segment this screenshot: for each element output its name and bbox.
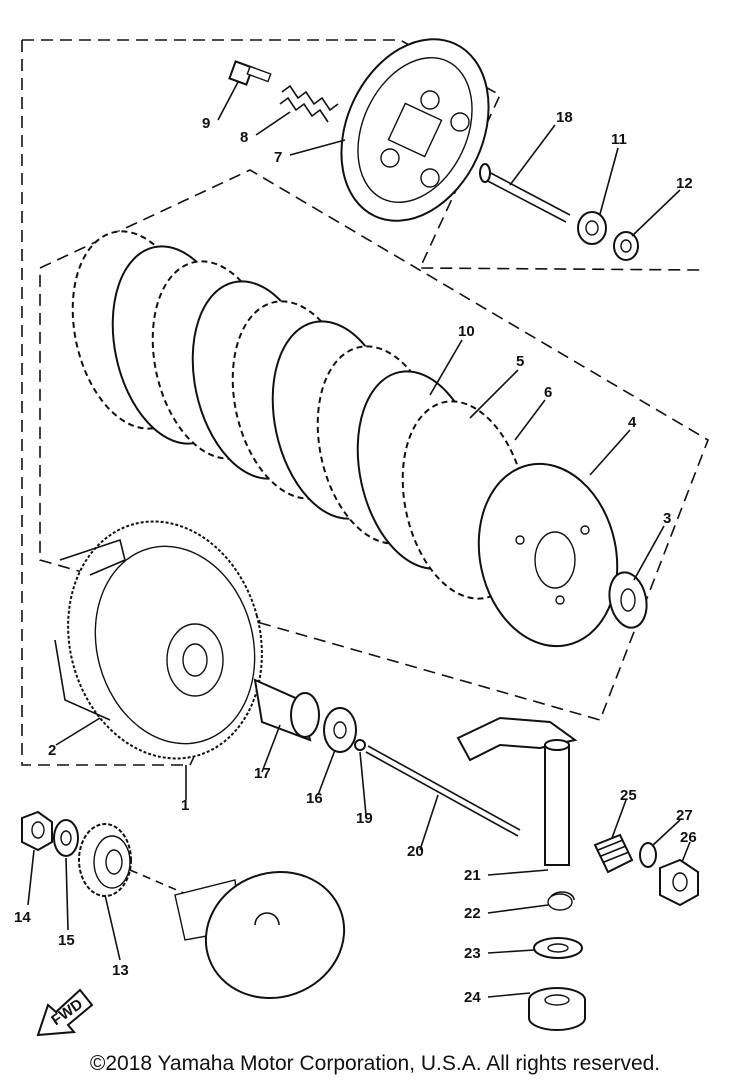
callout-23: 23	[464, 945, 481, 962]
group-outline-plates	[39, 169, 709, 721]
thrust-washer-part	[608, 571, 648, 629]
spacer-part	[253, 678, 320, 742]
callout-19: 19	[356, 810, 373, 827]
callout-16: 16	[306, 790, 323, 807]
pressure-plate-part	[340, 38, 490, 222]
callout-20: 20	[407, 843, 424, 860]
group-outline-pressure-plate	[22, 39, 701, 271]
callout-9: 9	[202, 115, 210, 132]
callout-22: 22	[464, 905, 481, 922]
crank-washer-part	[53, 819, 79, 857]
callout-27: 27	[676, 807, 693, 824]
callout-labels: 9 8 7 18 11 12 10 5 6 4 3 2 17 16 19 20 …	[14, 109, 697, 1006]
forward-arrow-icon: FWD	[36, 988, 94, 1037]
clutch-plate-stack	[71, 230, 529, 600]
callout-6: 6	[544, 384, 552, 401]
callout-25: 25	[620, 787, 637, 804]
callout-12: 12	[676, 175, 693, 192]
callout-15: 15	[58, 932, 75, 949]
callout-8: 8	[240, 129, 248, 146]
callout-24: 24	[464, 989, 481, 1006]
o-ring-part	[639, 842, 657, 868]
callout-2: 2	[48, 742, 56, 759]
lock-washer-part	[613, 231, 639, 261]
washer-part	[323, 707, 357, 753]
bolt-part	[228, 60, 272, 86]
crank-nut-part	[21, 810, 53, 852]
callout-13: 13	[112, 962, 129, 979]
callout-5: 5	[516, 353, 524, 370]
push-rod-long-part	[365, 745, 521, 837]
spring-part	[279, 84, 339, 123]
adjusting-screw-part	[593, 833, 634, 874]
callout-1: 1	[181, 797, 189, 814]
callout-26: 26	[680, 829, 697, 846]
clutch-housing-part	[54, 520, 263, 760]
callout-11: 11	[611, 131, 627, 148]
ball-part	[354, 739, 366, 751]
crankshaft-reference	[129, 869, 346, 999]
clutch-boss-part	[477, 462, 619, 648]
push-rod-part	[479, 163, 571, 223]
leader-lines	[27, 81, 691, 998]
callout-10: 10	[458, 323, 475, 340]
callout-3: 3	[663, 510, 671, 527]
push-lever-shaft-part	[456, 716, 578, 866]
locknut-part	[659, 858, 699, 907]
callout-14: 14	[14, 909, 31, 926]
callout-21: 21	[464, 867, 481, 884]
primary-drive-gear-part	[78, 823, 132, 897]
oil-seal-part	[528, 987, 586, 1031]
washer-small-part	[533, 937, 583, 959]
callout-4: 4	[628, 414, 637, 431]
circlip-part	[547, 891, 575, 911]
callout-17: 17	[254, 765, 271, 782]
nut-part	[577, 211, 607, 245]
callout-18: 18	[556, 109, 573, 126]
copyright-notice: ©2018 Yamaha Motor Corporation, U.S.A. A…	[89, 1052, 661, 1075]
callout-7: 7	[274, 149, 282, 166]
